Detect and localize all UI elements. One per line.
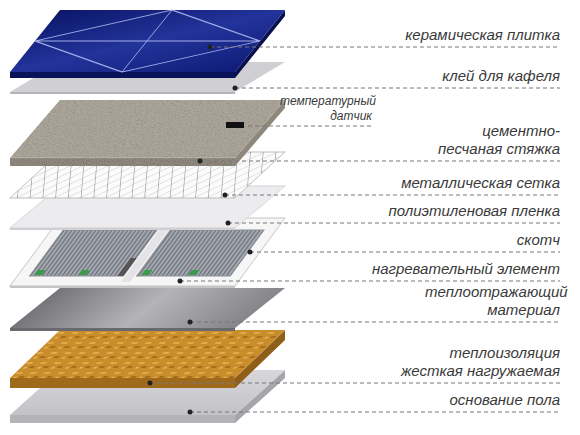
layer-label: теплоизоляция жесткая нагружаемая bbox=[388, 344, 560, 380]
layer-label: нагревательный элемент bbox=[372, 260, 560, 278]
leader-dots bbox=[148, 45, 253, 415]
layer-label: основание пола bbox=[450, 391, 560, 409]
ceramic-tile-layer bbox=[10, 10, 285, 78]
temperature-sensor bbox=[226, 122, 244, 128]
cement-screed-layer bbox=[10, 100, 285, 166]
insulation-layer bbox=[10, 330, 285, 388]
layer-label: температурный датчик bbox=[280, 94, 372, 123]
layer-label: клей для кафеля bbox=[442, 67, 560, 85]
layer-label: цементно- песчаная стяжка bbox=[435, 122, 560, 158]
layer-label: скотч bbox=[517, 231, 560, 249]
layer-label: керамическая плитка bbox=[405, 26, 560, 44]
layer-label: теплоотражающий материал bbox=[425, 283, 560, 319]
layer-label: металлическая сетка bbox=[401, 174, 560, 192]
layer-label: полиэтиленовая пленка bbox=[389, 202, 560, 220]
leader-lines bbox=[150, 47, 560, 412]
metal-mesh-layer bbox=[10, 152, 285, 198]
reflective-layer bbox=[10, 288, 285, 331]
